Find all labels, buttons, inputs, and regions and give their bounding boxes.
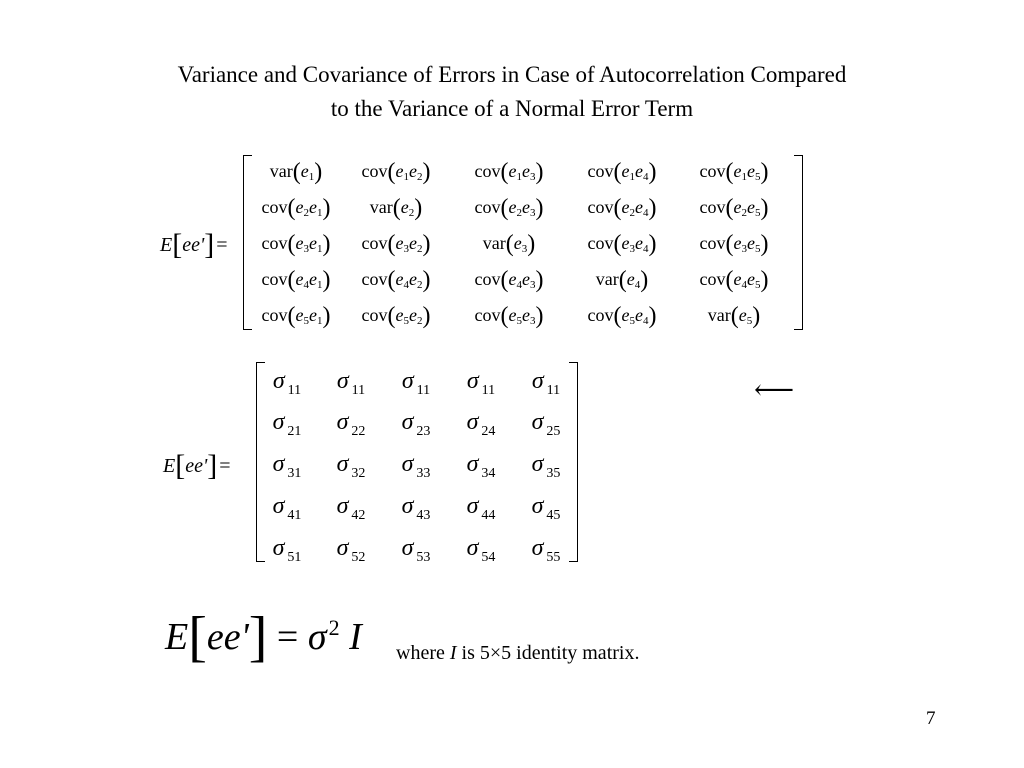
equation-1-lhs: E[ee']= (160, 228, 228, 261)
lhs-e: E (160, 234, 173, 256)
lhs-ee: ee' (182, 234, 205, 256)
matrix-cell: cov(e5e3) (474, 303, 544, 329)
title-line-1: Variance and Covariance of Errors in Cas… (177, 62, 847, 87)
title-line-2: to the Variance of a Normal Error Term (330, 96, 694, 121)
matrix-cell: cov(e3e2) (361, 231, 431, 257)
slide-title: Variance and Covariance of Errors in Cas… (0, 58, 1024, 126)
matrix-cell: cov(e1e4) (587, 159, 657, 185)
matrix-cell: var(e5) (707, 303, 761, 329)
page-number: 7 (926, 708, 936, 729)
matrix-cell: cov(e4e1) (261, 267, 331, 293)
equation-2-lhs: E[ee']= (163, 449, 231, 482)
matrix-cell: cov(e3e5) (699, 231, 769, 257)
matrix-cell: cov(e2e3) (474, 195, 544, 221)
matrix-cell: cov(e1e2) (361, 159, 431, 185)
final-equation: E[ee'] = σ2 I (165, 606, 362, 668)
matrix-cell: cov(e3e1) (261, 231, 331, 257)
left-arrow-icon: ⟵ (754, 375, 795, 406)
matrix-cell: cov(e2e5) (699, 195, 769, 221)
matrix-cell: cov(e4e3) (474, 267, 544, 293)
covariance-matrix: var(e1) cov(e1e2) cov(e1e3) cov(e1e4) cov(e1… (243, 155, 803, 330)
matrix-cell: var(e4) (595, 267, 649, 293)
matrix-cell: cov(e1e5) (699, 159, 769, 185)
matrix-cell: cov(e3e4) (587, 231, 657, 257)
matrix-cell: var(e2) (369, 195, 423, 221)
matrix-cell: cov(e2e4) (587, 195, 657, 221)
identity-note: where I is 5×5 identity matrix. (396, 642, 640, 664)
matrix-cell: var(e1) (269, 159, 323, 185)
matrix-cell: cov(e1e3) (474, 159, 544, 185)
matrix-cell: cov(e4e2) (361, 267, 431, 293)
matrix-cell: cov(e5e1) (261, 303, 331, 329)
matrix-cell: cov(e4e5) (699, 267, 769, 293)
matrix-cell: cov(e5e4) (587, 303, 657, 329)
matrix-cell: var(e3) (482, 231, 536, 257)
matrix-cell: cov(e5e2) (361, 303, 431, 329)
matrix-cell: cov(e2e1) (261, 195, 331, 221)
